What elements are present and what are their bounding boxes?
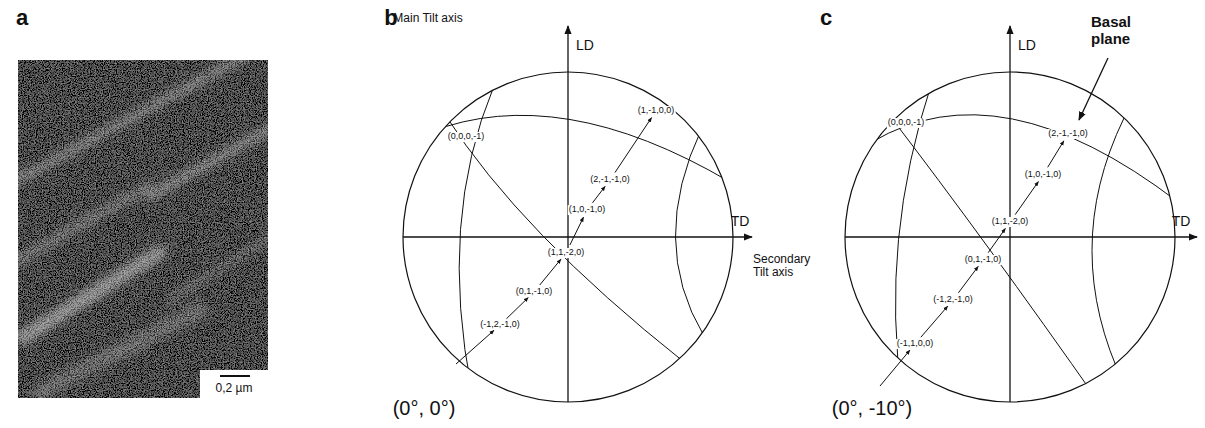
pole-index: (-1,2,-1,0) (479, 320, 521, 330)
pole-index: (1,1,-2,0) (547, 248, 586, 258)
pole-index: (0,0,0,-1) (887, 118, 926, 128)
ld-axis (1009, 26, 1010, 402)
zone-arrow (592, 186, 605, 203)
zone-arrow (1015, 182, 1038, 215)
axis-label: LD (1018, 38, 1036, 53)
zone-arrow (570, 217, 584, 245)
stereographic-projection (845, 26, 1197, 404)
micrograph (18, 60, 268, 398)
pole-index: (0,1,-1,0) (964, 255, 1003, 265)
great-circle (1092, 118, 1124, 384)
pole-index: (1,1,-2,0) (991, 217, 1030, 227)
zone-arrow (456, 330, 494, 364)
tilt-angles: (0°, -10°) (832, 397, 912, 419)
pole-index: (2,-1,-1,0) (1047, 129, 1089, 139)
td-axis (845, 236, 1197, 237)
tilt-angles: (0°, 0°) (393, 397, 456, 419)
zone-arrow (615, 118, 652, 173)
great-circles (430, 86, 730, 392)
zone-arrow (880, 350, 910, 386)
great-circle (890, 116, 1100, 404)
axis-label: TD (731, 214, 750, 229)
great-circle (872, 115, 1178, 202)
stereographic-projection (403, 26, 752, 402)
zone-arrow (921, 306, 948, 337)
basal-plane-pointer (1079, 58, 1108, 120)
basal-plane-label: Basal plane (1091, 14, 1153, 47)
td-axis (403, 236, 752, 237)
micrograph-grain (18, 60, 268, 398)
scale-bar (220, 375, 250, 377)
great-circle (446, 116, 684, 362)
pole-index: (1,0,-1,0) (1024, 170, 1063, 180)
pole-index: (2,-1,-1,0) (589, 175, 631, 185)
pole-index: (0,0,0,-1) (447, 132, 486, 142)
axis-label: LD (576, 38, 594, 53)
zone-arrow (988, 229, 1005, 253)
zone-arrow (540, 259, 561, 285)
pole-index: (0,1,-1,0) (515, 287, 554, 297)
panel-letter: a (16, 6, 28, 30)
panel-letter: c (820, 6, 832, 30)
micrograph-ground (18, 60, 268, 398)
great-circles (872, 82, 1178, 404)
micrograph-grain (18, 60, 268, 398)
pole-index: (1,-1,0,0) (637, 106, 676, 116)
zone-arrow (1048, 141, 1064, 167)
scale-bar-label: 0,2 µm (215, 382, 254, 395)
pole-index: (-1,1,0,0) (896, 339, 935, 349)
axis-label: TD (1172, 214, 1191, 229)
axis-label: Main Tilt axis (393, 12, 462, 25)
pole-index: (1,0,-1,0) (568, 205, 607, 215)
pole-index: (-1,2,-1,0) (932, 295, 974, 305)
micrograph-mark (22, 392, 34, 393)
great-circle (675, 128, 704, 336)
axis-label: Secondary Tilt axis (753, 253, 827, 279)
scale-bar-box (200, 370, 268, 398)
zone-arrow (958, 266, 978, 292)
zone-arrow (506, 298, 528, 319)
